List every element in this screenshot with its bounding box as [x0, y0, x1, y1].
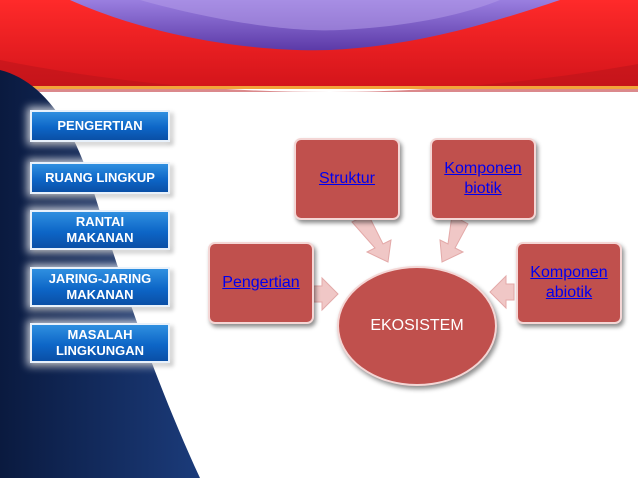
menu-item-label: RUANG LINGKUP [45, 170, 155, 185]
node-pengertian-link[interactable]: Pengertian [222, 274, 300, 291]
node-komponen-biotik[interactable]: Komponen biotik [430, 138, 536, 220]
menu-item-masalah-lingkungan[interactable]: MASALAH LINGKUNGAN [30, 323, 170, 363]
menu-item-label: PENGERTIAN [57, 118, 143, 133]
menu-item-ruang-lingkup[interactable]: RUANG LINGKUP [30, 162, 170, 194]
header-banner [0, 0, 638, 92]
arrow-komponen-biotik [439, 214, 469, 263]
arrow-komponen-abiotik [489, 274, 515, 310]
node-ekosistem-label: EKOSISTEM [370, 317, 464, 334]
menu-item-rantai-makanan[interactable]: RANTAI MAKANAN [30, 210, 170, 250]
menu-item-jaring-jaring-makanan[interactable]: JARING-JARING MAKANAN [30, 267, 170, 307]
node-struktur-link[interactable]: Struktur [318, 170, 375, 187]
menu-item-label: MASALAH LINGKUNGAN [55, 327, 145, 358]
arrow-pengertian [313, 276, 339, 312]
node-pengertian[interactable]: Pengertian [208, 242, 314, 324]
node-komponen-abiotik[interactable]: Komponen abiotik [516, 242, 622, 324]
menu-item-pengertian[interactable]: PENGERTIAN [30, 110, 170, 142]
menu-item-label: RANTAI MAKANAN [66, 214, 134, 245]
arrow-struktur [351, 213, 392, 263]
node-ekosistem: EKOSISTEM [337, 266, 497, 386]
menu-item-label: JARING-JARING MAKANAN [48, 271, 152, 302]
node-struktur[interactable]: Struktur [294, 138, 400, 220]
node-komponen-abiotik-link[interactable]: Komponen abiotik [530, 264, 608, 301]
node-komponen-biotik-link[interactable]: Komponen biotik [444, 160, 522, 197]
